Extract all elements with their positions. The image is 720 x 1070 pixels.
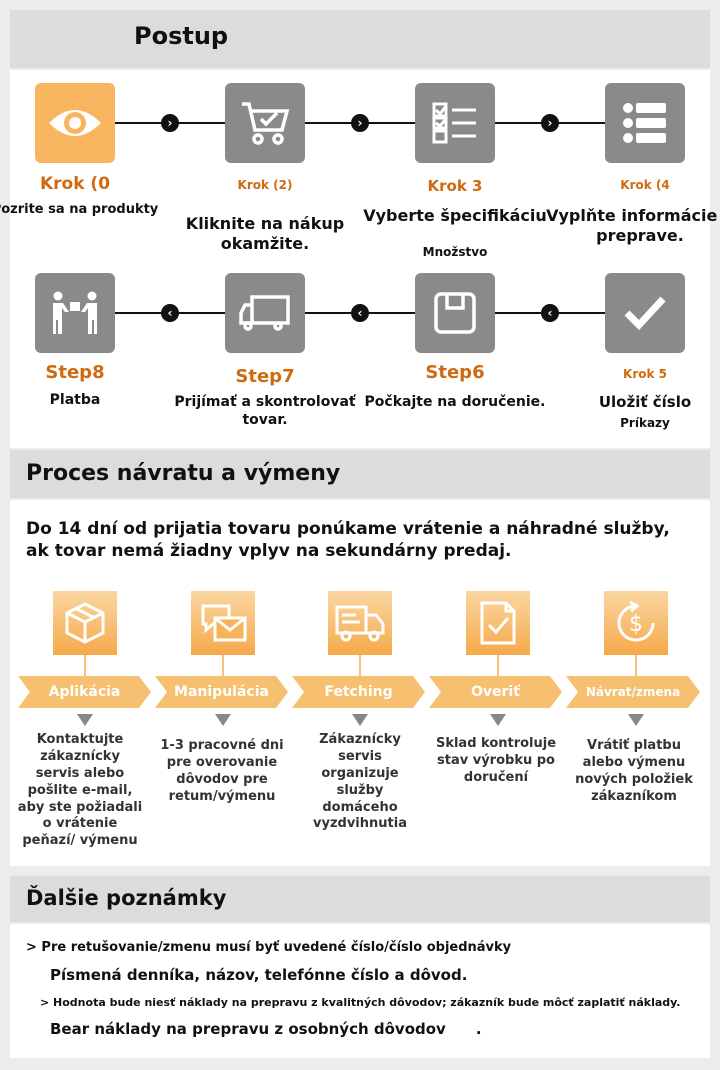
notes-title: Ďalšie poznámky xyxy=(26,886,227,910)
step-7-desc: Prijímať a skontrolovať tovar. xyxy=(174,394,356,428)
return-step-3-desc: Zákaznícky servis organizuje služby domá… xyxy=(313,732,407,832)
truck-icon xyxy=(335,605,385,642)
arrow-down-icon xyxy=(490,714,506,726)
notes-panel: > Pre retušovanie/zmenu musí byť uvedené… xyxy=(10,924,710,1058)
connector xyxy=(84,655,86,677)
return-step-4-desc: Sklad kontroluje stav výrobku po doručen… xyxy=(435,736,557,785)
document-check-icon xyxy=(480,601,516,645)
return-step-2-desc: 1-3 pracovné dni pre overovanie dôvodov … xyxy=(160,738,284,804)
step-8-box xyxy=(35,273,115,353)
return-step-4-icon-box xyxy=(466,591,530,655)
arrow-down-icon xyxy=(352,714,368,726)
step-6-box xyxy=(415,273,495,353)
return-step-5-icon-box: $ xyxy=(604,591,668,655)
arrow-right-icon: › xyxy=(541,114,559,132)
truck-icon xyxy=(239,295,290,331)
note-line-4-text: Bear náklady na prepravu z osobných dôvo… xyxy=(50,1020,446,1038)
return-step-3-icon-box xyxy=(328,591,392,655)
return-step-3-label: Fetching xyxy=(292,676,425,708)
step-1-box xyxy=(35,83,115,163)
step-5-label: Krok 5 xyxy=(623,367,667,381)
return-step-4-label: Overiť xyxy=(429,676,562,708)
step-5-desc: Uložiť číslo xyxy=(598,393,692,411)
step-7-box xyxy=(225,273,305,353)
note-line-4-end: . xyxy=(475,1020,482,1038)
step-3-label: Krok 3 xyxy=(427,177,483,195)
step-6-label: Step6 xyxy=(425,362,485,383)
step-3-sub: Množstvo xyxy=(422,245,488,259)
list-icon xyxy=(623,103,666,143)
step-2-box xyxy=(225,83,305,163)
note-line-1: > Pre retušovanie/zmenu musí byť uvedené… xyxy=(26,940,512,955)
svg-text:$: $ xyxy=(629,612,643,637)
cart-icon xyxy=(242,102,290,145)
note-line-2: Písmená denníka, názov, telefónne číslo … xyxy=(50,966,468,984)
arrow-left-icon: ‹ xyxy=(541,304,559,322)
return-step-1-icon-box xyxy=(53,591,117,655)
step-2-label: Krok (2) xyxy=(237,178,293,192)
arrow-left-icon: ‹ xyxy=(161,304,179,322)
box-icon xyxy=(434,292,476,334)
return-step-1-desc: Kontaktujte zákaznícky servis alebo pošl… xyxy=(17,732,143,849)
step-3-box xyxy=(415,83,495,163)
step-8-label: Step8 xyxy=(45,362,105,383)
step-6-desc: Počkajte na doručenie. xyxy=(364,394,546,410)
return-panel: Do 14 dní od prijatia tovaru ponúkame vr… xyxy=(10,500,710,866)
handover-icon xyxy=(53,291,97,334)
arrow-down-icon xyxy=(77,714,93,726)
return-step-1-label: Aplikácia xyxy=(18,676,151,708)
step-4-box xyxy=(605,83,685,163)
process-panel: › › › ‹ ‹ ‹ Krok (0 Pozrite sa na produk… xyxy=(0,70,720,448)
return-step-5-desc: Vrátiť platbu alebo výmenu nových položi… xyxy=(575,738,693,804)
connector xyxy=(497,655,499,677)
refund-icon: $ xyxy=(617,600,655,642)
process-title: Postup xyxy=(134,22,229,50)
step-7-label: Step7 xyxy=(235,366,295,387)
eye-icon xyxy=(49,110,101,136)
note-line-3: > Hodnota bude niesť náklady na prepravu… xyxy=(40,996,681,1009)
arrow-right-icon: › xyxy=(351,114,369,132)
step-3-desc: Vyberte špecifikáciu xyxy=(363,206,547,225)
checklist-icon xyxy=(432,102,476,144)
step-1-desc: Pozrite sa na produkty xyxy=(0,202,159,217)
return-intro: Do 14 dní od prijatia tovaru ponúkame vr… xyxy=(26,519,670,562)
return-step-5-label: Návrat/zmena xyxy=(566,676,700,708)
step-8-desc: Platba xyxy=(49,392,101,408)
package-icon xyxy=(65,602,105,644)
step-5-sub: Príkazy xyxy=(620,416,670,430)
step-5-box xyxy=(605,273,685,353)
arrow-down-icon xyxy=(215,714,231,726)
connector xyxy=(222,655,224,677)
arrow-left-icon: ‹ xyxy=(351,304,369,322)
connector xyxy=(635,655,637,677)
return-header: Proces návratu a výmeny xyxy=(10,450,710,498)
arrow-right-icon: › xyxy=(161,114,179,132)
return-step-2-icon-box xyxy=(191,591,255,655)
connector xyxy=(359,655,361,677)
mail-chat-icon xyxy=(201,604,247,642)
step-2-desc: Kliknite na nákup okamžite. xyxy=(185,214,345,253)
checkmark-icon xyxy=(624,296,666,331)
return-title: Proces návratu a výmeny xyxy=(26,461,341,486)
note-line-4: Bear náklady na prepravu z osobných dôvo… xyxy=(50,1020,482,1038)
step-4-desc: Vyplňte informácie o preprave. xyxy=(546,206,720,245)
arrow-down-icon xyxy=(628,714,644,726)
process-header: Postup xyxy=(10,10,710,68)
step-1-label: Krok (0 xyxy=(39,174,111,194)
notes-header: Ďalšie poznámky xyxy=(10,876,710,922)
step-4-label: Krok (4 xyxy=(620,178,670,192)
return-step-2-label: Manipulácia xyxy=(155,676,288,708)
